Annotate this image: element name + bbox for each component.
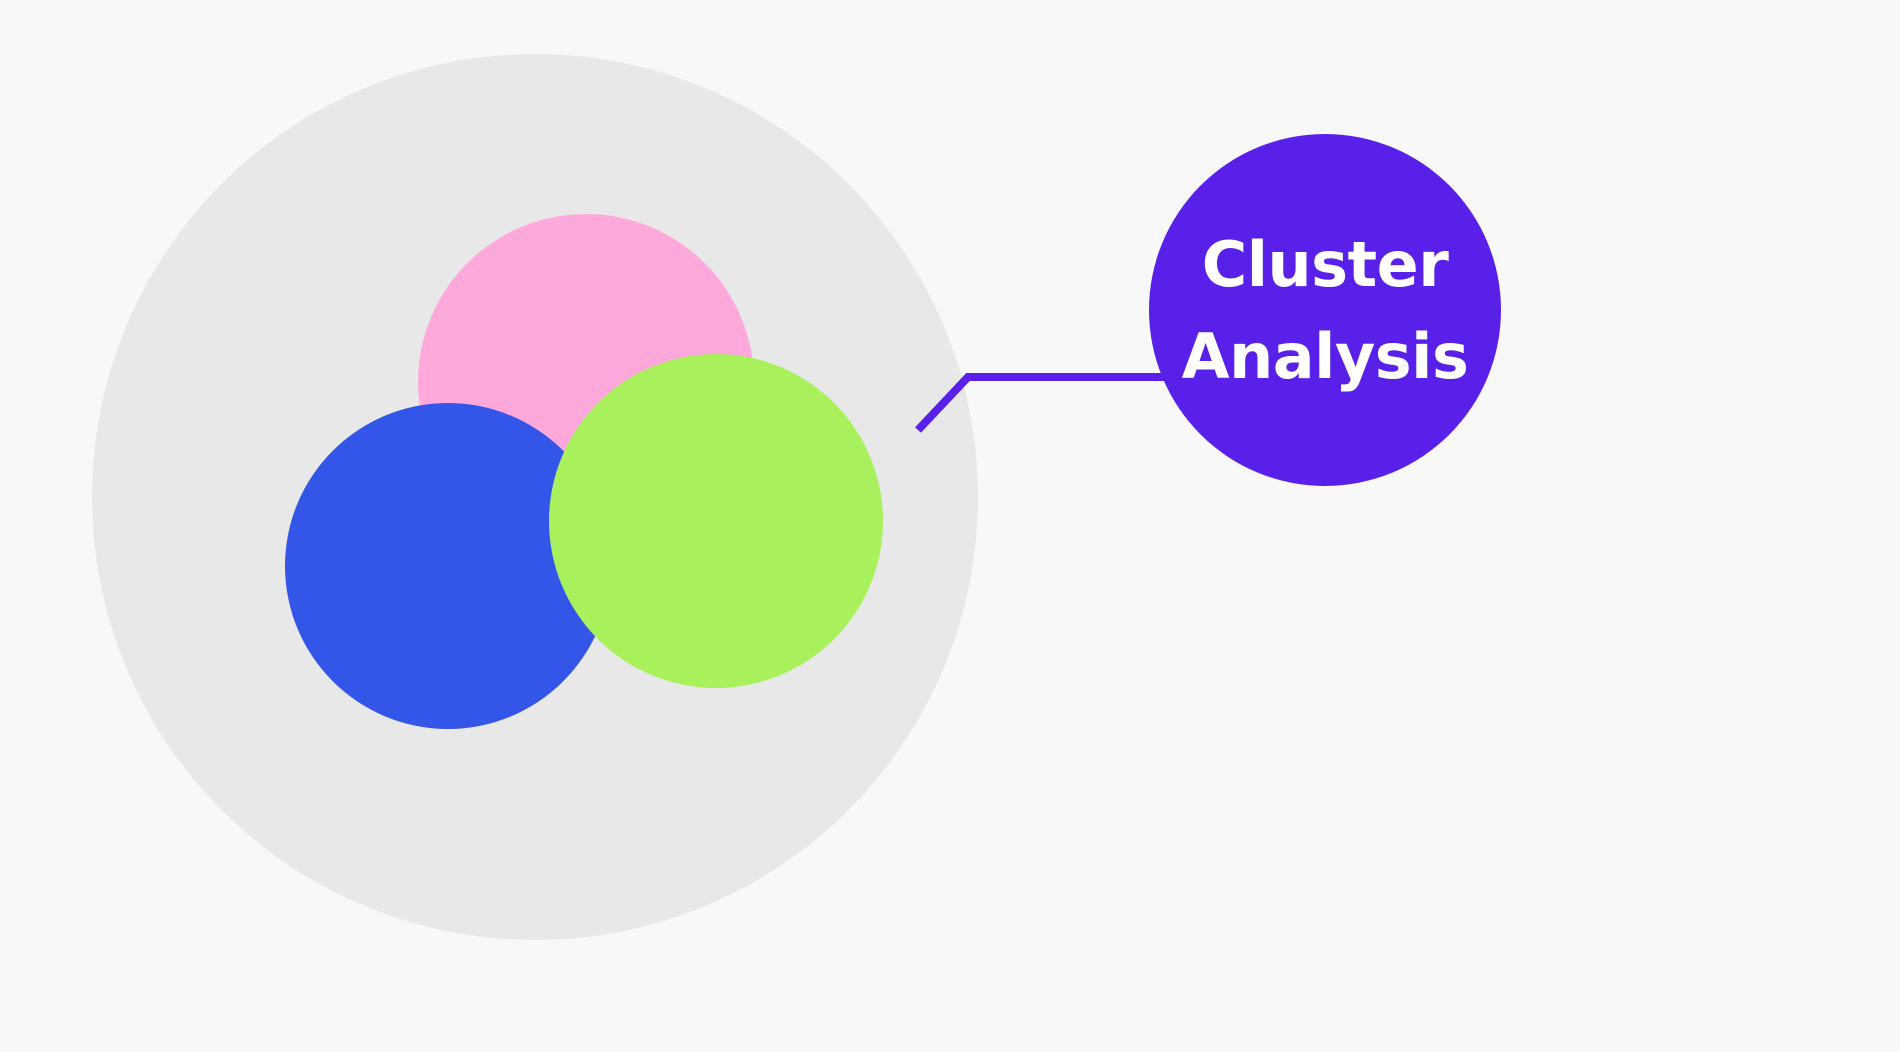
cluster-circle-green[interactable] xyxy=(549,354,883,688)
callout-label-line-2: Analysis xyxy=(1182,320,1469,393)
callout-connector-line xyxy=(915,373,1174,433)
cluster-circle-blue[interactable] xyxy=(285,403,611,729)
callout-label-line-1: Cluster xyxy=(1202,228,1449,301)
callout-bubble-circle[interactable] xyxy=(1149,134,1501,486)
